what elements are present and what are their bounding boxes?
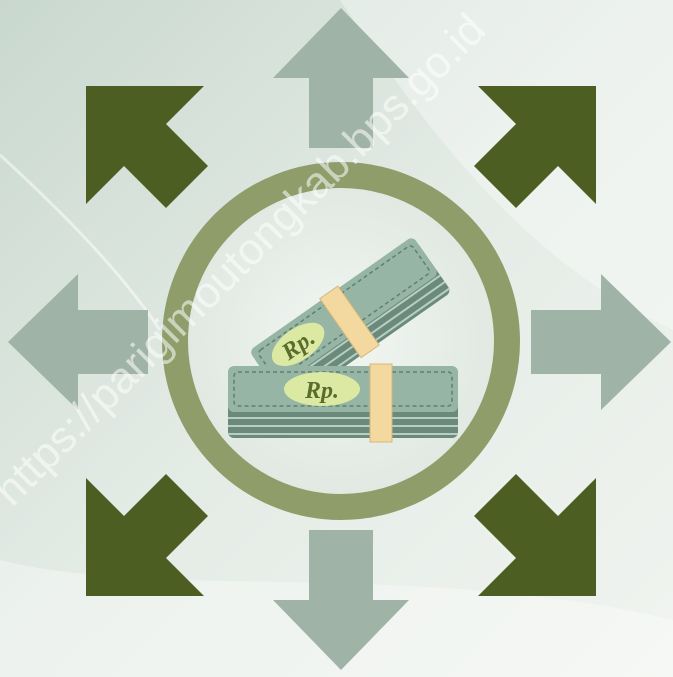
note-label-front: Rp. — [304, 378, 339, 404]
money-bundle-front: Rp. — [228, 364, 458, 442]
